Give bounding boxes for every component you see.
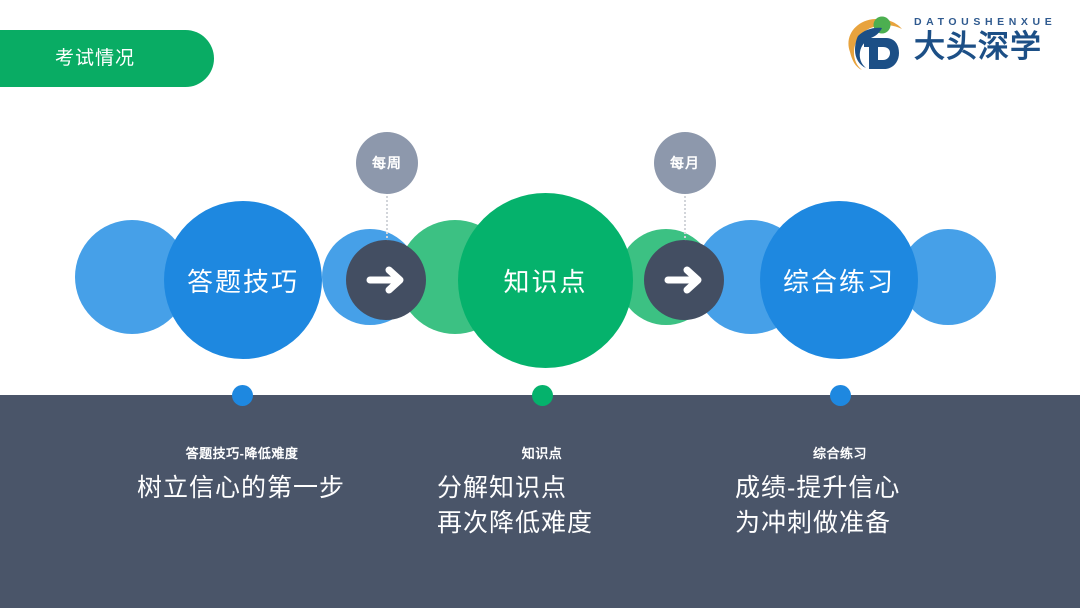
summary-column-1-line-1: 树立信心的第一步 xyxy=(137,474,346,502)
summary-column-3: 综合练习 成绩-提升信心 为冲刺做准备 xyxy=(735,443,945,540)
connector-line-1 xyxy=(386,192,388,242)
summary-column-1: 答题技巧-降低难度 树立信心的第一步 xyxy=(137,443,347,506)
summary-column-2-line-1: 分解知识点 xyxy=(437,474,568,502)
arrow-node-2[interactable] xyxy=(644,240,724,320)
arrow-right-icon xyxy=(366,263,406,297)
summary-column-2-line-2: 再次降低难度 xyxy=(437,508,594,537)
brand-logo-text: DATOUSHENXUE 大头深学 xyxy=(914,16,1060,64)
brand-swoosh-icon xyxy=(842,12,908,74)
step-circle-2[interactable]: 知识点 xyxy=(458,193,633,368)
step-marker-dot-3 xyxy=(830,385,851,406)
brand-name: 大头深学 xyxy=(914,29,1042,64)
frequency-chip-weekly[interactable]: 每周 xyxy=(356,132,418,194)
frequency-chip-monthly-label: 每月 xyxy=(670,155,700,171)
process-diagram: 答题技巧 知识点 综合练习 每周 每月 xyxy=(0,96,1080,396)
step-circle-3-label: 综合练习 xyxy=(782,266,895,297)
section-tab[interactable]: 考试情况 xyxy=(0,30,214,87)
summary-column-3-line-2: 为冲刺做准备 xyxy=(735,508,892,537)
section-tab-label: 考试情况 xyxy=(55,48,136,69)
step-marker-dot-2 xyxy=(532,385,553,406)
step-circle-1-label: 答题技巧 xyxy=(186,266,299,297)
step-circle-2-label: 知识点 xyxy=(503,267,588,297)
brand-logo: DATOUSHENXUE 大头深学 xyxy=(842,10,1058,78)
summary-column-1-eyebrow: 答题技巧-降低难度 xyxy=(185,446,299,461)
step-circle-1[interactable]: 答题技巧 xyxy=(164,201,322,359)
step-circle-3[interactable]: 综合练习 xyxy=(760,201,918,359)
connector-line-2 xyxy=(684,192,686,242)
summary-column-2-eyebrow: 知识点 xyxy=(521,446,563,461)
step-marker-dot-1 xyxy=(232,385,253,406)
summary-panel xyxy=(0,395,1080,608)
arrow-node-1[interactable] xyxy=(346,240,426,320)
brand-pinyin: DATOUSHENXUE xyxy=(914,16,1057,28)
summary-column-3-line-1: 成绩-提升信心 xyxy=(735,474,901,502)
frequency-chip-weekly-label: 每周 xyxy=(372,155,402,171)
summary-column-3-eyebrow: 综合练习 xyxy=(812,446,867,461)
frequency-chip-monthly[interactable]: 每月 xyxy=(654,132,716,194)
arrow-right-icon xyxy=(664,263,704,297)
summary-column-2: 知识点 分解知识点 再次降低难度 xyxy=(437,443,647,540)
